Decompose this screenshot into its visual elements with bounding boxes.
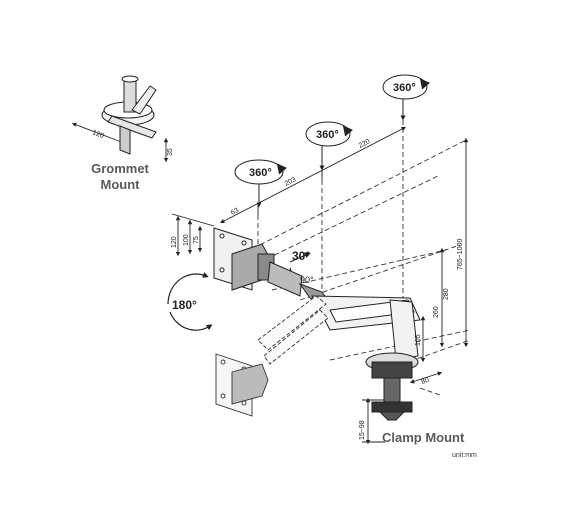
dim-63: 63 [230,207,240,217]
dim-height-total: 765~1000 [457,239,464,270]
tilt-up-label: 30° [292,249,310,263]
rotate-label: 180° [172,298,197,312]
dim-vesa-120: 120 [171,236,178,248]
clamp-mount-label: Clamp Mount [382,430,465,445]
dim-vesa-100: 100 [183,234,190,246]
swivel-2-label: 360° [316,129,339,141]
swivel-3-label: 360° [393,82,416,94]
dim-clamp-range: 15~98 [359,420,366,440]
dim-clamp-80: 80 [420,377,430,386]
dim-105: 105 [415,334,422,346]
vesa-plate-upper [213,227,275,291]
grommet-mount [101,75,157,155]
dim-220: 220 [358,138,372,150]
dim-grommet-120: 120 [91,129,105,140]
tilt-down-label: 90° [300,275,314,285]
grommet-mount-label: Grommet Mount [91,161,149,192]
dim-vesa-75: 75 [193,236,200,244]
dim-280: 280 [443,288,450,300]
lower-position-ghost [215,295,329,417]
dim-203: 203 [284,176,298,188]
swivel-1-label: 360° [249,167,272,179]
dimension-lines [71,122,469,445]
dim-260: 260 [433,306,440,318]
unit-label: unit:mm [452,452,477,459]
swivel-rotation-symbols [234,74,430,208]
dim-grommet-35: 35 [167,148,174,156]
